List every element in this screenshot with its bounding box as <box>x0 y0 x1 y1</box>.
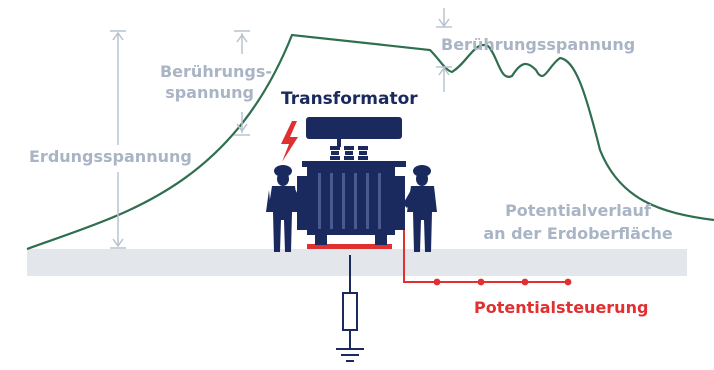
potentialsteuerung-label: Potentialsteuerung <box>474 298 649 317</box>
earth-connection <box>342 255 358 348</box>
lightning-icon <box>281 121 298 162</box>
person-left-silhouette-icon <box>266 165 304 252</box>
potentialverlauf-line2: an der Erdoberfläche <box>483 224 673 243</box>
transformer-fins <box>318 173 381 229</box>
erdungsspannung-label: Erdungsspannung <box>29 147 192 166</box>
beruehrung-left-line2: spannung <box>165 83 254 102</box>
transformator-label: Transformator <box>281 89 418 109</box>
potentialverlauf-line1: Potentialverlauf <box>505 201 651 220</box>
transformer-base-plate <box>307 244 392 249</box>
potential-control-line <box>403 212 572 286</box>
beruehrung-left-label: Berührungs- spannung <box>118 61 272 103</box>
transformer-icon <box>297 117 406 245</box>
resistor-icon <box>342 292 358 331</box>
beruehrung-left-dimension <box>234 30 250 136</box>
beruehrung-right-dimension <box>436 8 452 92</box>
ground-surface <box>27 249 687 276</box>
person-right-silhouette-icon <box>403 165 437 252</box>
potentialverlauf-label: Potentialverlauf an der Erdoberfläche <box>468 200 688 244</box>
potential-curve <box>26 33 714 251</box>
earth-ground-icon <box>336 348 364 362</box>
beruehrung-right-label: Berührungsspannung <box>441 35 636 54</box>
beruehrung-left-line1: Berührungs- <box>159 62 272 81</box>
erdungsspannung-dimension <box>110 30 126 249</box>
